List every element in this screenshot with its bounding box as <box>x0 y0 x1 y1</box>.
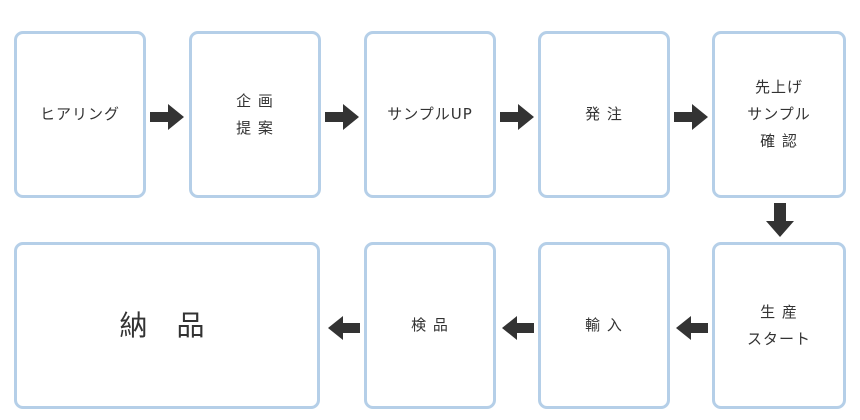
step-label: 企 画 <box>236 91 274 110</box>
step-delivery: 納 品 <box>14 242 320 409</box>
arrow-right-icon <box>325 104 359 130</box>
step-order: 発 注 <box>538 31 670 198</box>
arrow-left-icon <box>502 316 534 340</box>
step-inspection: 検 品 <box>364 242 496 409</box>
arrow-left-icon <box>328 316 360 340</box>
step-planning-proposal: 企 画 提 案 <box>189 31 321 198</box>
step-label: 検 品 <box>411 316 449 334</box>
step-label: 輸 入 <box>585 316 623 334</box>
arrow-left-icon <box>676 316 708 340</box>
step-label: 発 注 <box>585 105 623 123</box>
step-label: サンプル <box>747 105 811 123</box>
step-label: ヒアリング <box>39 105 120 123</box>
step-label: 提 案 <box>236 118 274 137</box>
step-pre-production-sample-check: 先上げ サンプル 確 認 <box>712 31 846 198</box>
arrow-right-icon <box>150 104 184 130</box>
step-label: サンプルUP <box>387 105 473 123</box>
step-import: 輸 入 <box>538 242 670 409</box>
arrow-down-icon <box>766 203 794 237</box>
step-label: 納 品 <box>119 309 215 342</box>
arrow-right-icon <box>674 104 708 130</box>
step-sample-up: サンプルUP <box>364 31 496 198</box>
step-label: 生 産 <box>760 302 798 321</box>
step-label: 確 認 <box>760 132 798 150</box>
step-production-start: 生 産 スタート <box>712 242 846 409</box>
step-hearing: ヒアリング <box>14 31 146 198</box>
arrow-right-icon <box>500 104 534 130</box>
step-label: スタート <box>746 329 811 348</box>
step-label: 先上げ <box>754 78 803 96</box>
